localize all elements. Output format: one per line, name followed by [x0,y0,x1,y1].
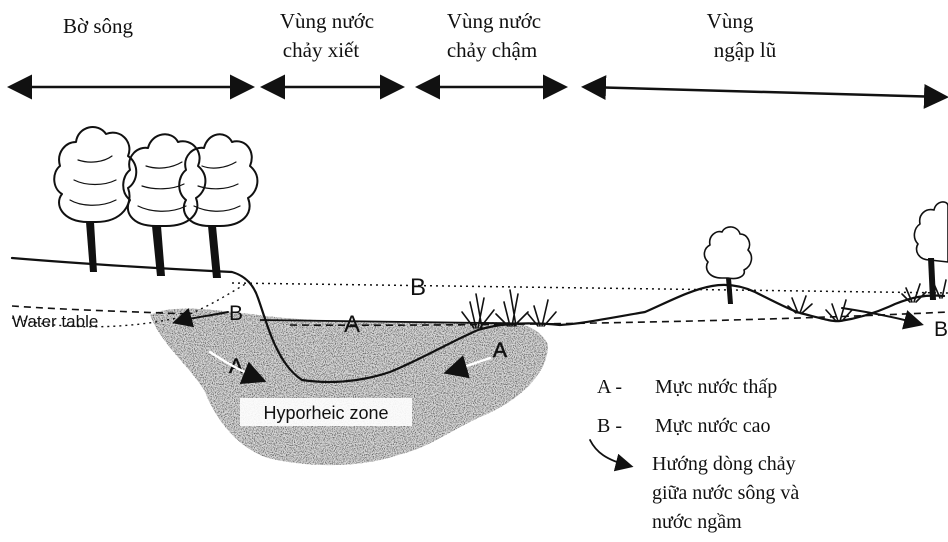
tree-icon [179,134,257,278]
legend-b-key: B - [597,415,622,437]
zone-label-slow-water: Vùng nước [447,9,541,33]
legend: A - Mực nước thấp B - Mực nước cao Hướng… [590,376,799,533]
zone-label-fast-water: Vùng nước [280,9,374,33]
legend-flow-text-line3: nước ngầm [652,511,742,533]
legend-a-text: Mực nước thấp [655,376,777,398]
zone-extent-arrows [12,87,944,97]
legend-a-key: A - [597,376,622,398]
legend-flow-text-line1: Hướng dòng chảy [652,453,796,475]
floodplain-extent-arrow [586,87,944,97]
zone-label-riverbank: Bờ sông [63,14,134,38]
legend-flow-text-line2: giữa nước sông và [652,482,799,504]
zone-label-fast-water-line2: chảy xiết [283,38,360,62]
legend-flow-arrow-icon [590,440,630,466]
tree-icon [123,134,205,276]
grass-tuft [496,290,528,326]
grass-tuft [826,300,852,321]
tree-icon [54,127,136,272]
left-bank-label-b: B [229,302,243,325]
legend-b-text: Mực nước cao [655,415,771,437]
zone-label-slow-water-line2: chảy chậm [447,38,537,62]
low-water-label-a: A [344,311,360,338]
hyporheic-zone-label: Hyporheic zone [263,403,388,423]
zone-label-floodplain-line2: ngập lũ [714,38,777,62]
water-table-label: Water table [12,312,98,331]
high-water-line-b [232,283,948,293]
grass-tuft [528,300,556,326]
floodplain-label-b: B [934,318,948,341]
right-bank-label-a: A [493,339,507,362]
zone-label-floodplain: Vùng [707,9,754,33]
tree-icon [704,227,751,304]
high-water-label-b: B [410,274,426,301]
zone-headings: Bờ sông Vùng nước chảy xiết Vùng nước ch… [63,9,777,62]
